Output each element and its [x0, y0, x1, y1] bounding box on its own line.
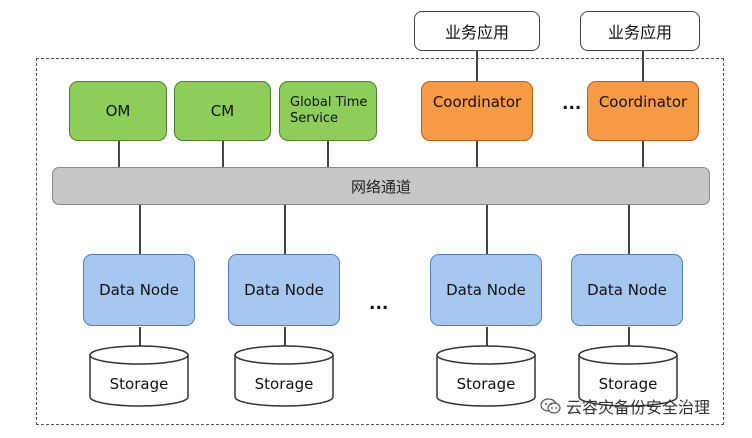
- data-node-2: Data Node: [228, 254, 340, 326]
- storage-label: Storage: [254, 375, 314, 393]
- business-app-label: 业务应用: [607, 23, 672, 42]
- storage-cylinder-1: [89, 345, 189, 407]
- data-node-4: Data Node: [571, 254, 683, 326]
- connector-dn-2: [284, 205, 286, 255]
- business-app-1: 业务应用: [414, 11, 540, 51]
- connector-storage-1: [139, 327, 141, 347]
- storage-label: Storage: [456, 375, 516, 393]
- connector-dn-3: [486, 205, 488, 255]
- connector-app-1: [476, 51, 478, 81]
- connector-dn-1: [139, 205, 141, 255]
- cm-box: CM: [174, 81, 271, 141]
- cm-label: CM: [210, 102, 235, 120]
- global-time-service-box: Global Time Service: [279, 81, 377, 141]
- connector-cm: [222, 141, 224, 168]
- connector-app-2: [642, 51, 644, 81]
- connector-dn-4: [628, 205, 630, 255]
- connector-om: [118, 141, 120, 168]
- watermark-text: 云容灾备份安全治理: [566, 398, 711, 417]
- om-label: OM: [105, 102, 131, 120]
- storage-cylinder-4: [578, 345, 678, 407]
- storage-label: Storage: [598, 375, 658, 393]
- connector-storage-4: [628, 327, 630, 347]
- data-node-1: Data Node: [83, 254, 195, 326]
- data-node-label: Data Node: [99, 281, 179, 299]
- global-time-service-label: Global Time Service: [290, 95, 368, 126]
- storage-cylinder-3: [436, 345, 536, 407]
- watermark: 云容灾备份安全治理: [540, 394, 710, 418]
- connector-coordinator-1: [476, 141, 478, 168]
- connector-coordinator-2: [642, 141, 644, 168]
- coordinator-box-2: Coordinator: [587, 81, 699, 141]
- connector-storage-3: [486, 327, 488, 347]
- business-app-label: 业务应用: [444, 23, 509, 42]
- storage-label: Storage: [109, 375, 169, 393]
- business-app-2: 业务应用: [580, 11, 700, 51]
- data-node-ellipsis: ...: [369, 294, 389, 314]
- connector-storage-2: [284, 327, 286, 347]
- data-node-label: Data Node: [244, 281, 324, 299]
- data-node-label: Data Node: [587, 281, 667, 299]
- connector-gts: [327, 141, 329, 168]
- network-channel-bar: 网络通道: [52, 167, 710, 205]
- storage-cylinder-2: [234, 345, 334, 407]
- coordinator-label: Coordinator: [598, 93, 688, 111]
- coordinator-box-1: Coordinator: [421, 81, 533, 141]
- network-channel-label: 网络通道: [350, 177, 411, 196]
- data-node-label: Data Node: [446, 281, 526, 299]
- coordinator-ellipsis: ...: [562, 94, 582, 114]
- om-box: OM: [69, 81, 167, 141]
- wechat-logo-icon: [540, 398, 561, 414]
- cluster-boundary: [36, 58, 724, 425]
- data-node-3: Data Node: [430, 254, 542, 326]
- coordinator-label: Coordinator: [432, 93, 522, 111]
